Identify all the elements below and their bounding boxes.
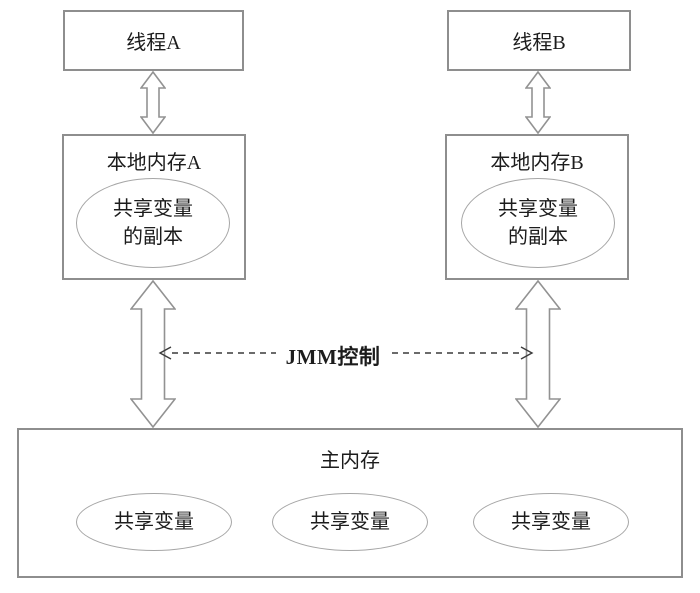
main-memory-shared-variable-label: 共享变量 (511, 511, 591, 533)
local-a-main-memory-double-arrow-icon (130, 280, 176, 428)
main-memory-title: 主内存 (320, 450, 380, 472)
local-memory-b-shared-copy-ellipse: 共享变量 的副本 (461, 178, 615, 268)
local-b-main-memory-double-arrow-icon (515, 280, 561, 428)
jmm-control-right-dashed-arrow-icon (392, 346, 534, 360)
thread-b-local-b-double-arrow-icon (525, 71, 551, 134)
main-memory-shared-variable-ellipse: 共享变量 (76, 493, 232, 551)
jmm-control-left-dashed-arrow-icon (158, 346, 276, 360)
thread-a-box: 线程A (63, 10, 244, 71)
local-memory-a-title: 本地内存A (106, 152, 202, 174)
main-memory-shared-variable-ellipse: 共享变量 (473, 493, 629, 551)
local-memory-b-copy-line2: 的副本 (508, 226, 568, 248)
local-memory-a-copy-line2: 的副本 (123, 226, 183, 248)
thread-a-label: 线程A (126, 32, 181, 54)
thread-b-label: 线程B (512, 32, 566, 54)
main-memory-shared-variable-label: 共享变量 (310, 511, 390, 533)
local-memory-a-copy-line1: 共享变量 (113, 198, 193, 220)
local-memory-a-shared-copy-ellipse: 共享变量 的副本 (76, 178, 230, 268)
main-memory-shared-variable-ellipse: 共享变量 (272, 493, 428, 551)
jmm-control-label: JMM控制 (285, 345, 381, 369)
local-memory-b-title: 本地内存B (490, 152, 584, 174)
local-memory-b-copy-line1: 共享变量 (498, 198, 578, 220)
thread-b-box: 线程B (447, 10, 631, 71)
main-memory-shared-variable-label: 共享变量 (114, 511, 194, 533)
thread-a-local-a-double-arrow-icon (140, 71, 166, 134)
